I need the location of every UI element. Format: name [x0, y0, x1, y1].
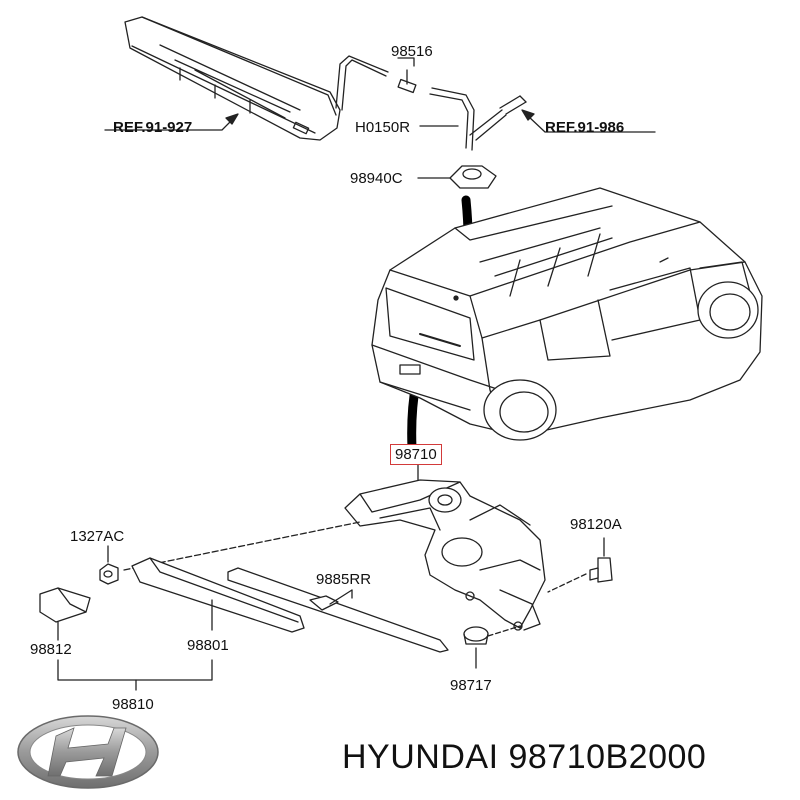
label-98940c: 98940C [350, 170, 403, 187]
part-number-caption: HYUNDAI 98710B2000 [342, 738, 707, 776]
label-1327ac: 1327AC [70, 528, 125, 545]
grommet-98940c [417, 165, 497, 189]
ref-right-leader [527, 115, 656, 133]
stop-lamp-part [124, 16, 341, 141]
cap-98717 [463, 626, 489, 669]
label-98710: 98710 [390, 444, 442, 465]
nut-1327ac [99, 545, 119, 585]
wiper-motor-98710 [344, 459, 546, 631]
car-outline [371, 187, 763, 441]
label-98120a: 98120A [570, 516, 622, 533]
label-98810: 98810 [112, 696, 154, 713]
label-ref-91-927: REF.91-927 [113, 119, 193, 136]
label-9885rr: 9885RR [316, 571, 372, 588]
label-98516: 98516 [391, 43, 433, 60]
hose-h0150r [429, 93, 469, 149]
label-98717: 98717 [450, 677, 492, 694]
cap-98812 [39, 587, 91, 641]
hose-left [341, 59, 387, 111]
wiper-arm-98801 [131, 557, 305, 633]
label-98801: 98801 [187, 637, 229, 654]
connector-98516 [397, 69, 417, 94]
label-h0150r: H0150R [355, 119, 411, 136]
bolt-98120a [589, 537, 613, 583]
label-98812: 98812 [30, 641, 72, 658]
label-ref-91-986: REF.91-986 [545, 119, 625, 136]
hyundai-logo-icon [17, 715, 159, 789]
wiper-blade-9885rr [227, 567, 449, 653]
bracket-98810 [57, 659, 213, 681]
